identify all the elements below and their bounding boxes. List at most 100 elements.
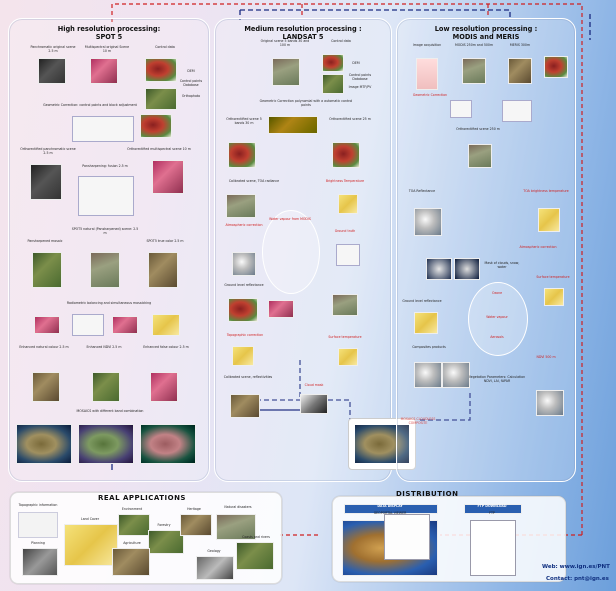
label-surface-temp: Surface temperature [328, 335, 362, 339]
label-ndvi-500: NDVI 500 m [536, 355, 556, 359]
panel-heading: Medium resolution processing : [244, 25, 362, 33]
image-modis-surface [544, 288, 564, 306]
image-toa-reflectance [414, 208, 442, 236]
ellipse-atmos [262, 210, 320, 294]
panel-subheading: LANDSAT 5 [282, 33, 324, 41]
image-topo [232, 346, 254, 366]
label-dem: DEM [187, 69, 195, 73]
label-ortho-multispectral: Orthorectified multispectral scene 10 m [127, 147, 191, 151]
label-panchromatic: Panchromatic original scene 2.5 m [30, 45, 76, 53]
label-pansharpening: Pansharpening: fusion 2.5 m [82, 164, 128, 168]
app-label-topographic: Topographic information [18, 503, 58, 507]
image-cloud-1 [426, 258, 452, 280]
label-toa-radiance: Calibrated scene, TOA radiance [228, 179, 280, 183]
image-enhanced-false [150, 372, 178, 402]
image-balancing-1 [34, 316, 60, 334]
ellipse-modis [468, 282, 528, 356]
image-surface-temp [338, 348, 358, 366]
label-vapour: Water vapour [486, 315, 508, 319]
label-enhanced-natural: Enhanced natural colour 2.5 m [19, 345, 69, 349]
app-label-agriculture: Agriculture [123, 541, 141, 545]
label-ortho-250: Orthorectified scene 250 m [456, 127, 500, 131]
image-original-scene [272, 58, 300, 86]
image-coasts [236, 542, 274, 570]
image-mosaic-2 [78, 424, 134, 464]
label-multispectral: Multispectral original Scene 10 m [84, 45, 130, 53]
label-original-scene: Original scene 5 bands 30 and 100 m [260, 39, 310, 47]
image-natural-2 [90, 252, 120, 288]
image-ortho-landsat-2 [332, 142, 360, 168]
label-ortho-5bands: Orthorectified scene 5 bands 30 m [226, 117, 262, 125]
footer-contact[interactable]: Contact: pnt@ign.es [546, 576, 609, 582]
label-ozone: Ozone [491, 291, 503, 295]
label-enhanced-ndvi: Enhanced NDVI 2.5 m [86, 345, 122, 349]
image-environment [118, 514, 150, 536]
image-ftp-screen [470, 520, 516, 576]
image-ground-truth [336, 244, 360, 266]
label-orthophoto: Orthophoto [181, 94, 201, 98]
app-label-planning: Planning [31, 541, 45, 545]
label-modis-ground: Ground level reflectance [402, 299, 442, 303]
image-enhanced-natural [32, 372, 60, 402]
label-vegetation: Vegetation Parameters: Calculation NDVI,… [468, 375, 526, 383]
image-modis-2 [508, 58, 532, 84]
label-control-points: Control points Database [179, 79, 203, 87]
label-dem: DEM [352, 61, 360, 65]
data-display-sub: GEOPORTAL VIEWER [373, 511, 407, 515]
image-toa [226, 194, 256, 218]
panel-title: Low resolution processing : MODIS and ME… [397, 25, 575, 41]
image-spain-map-spot [140, 114, 172, 138]
label-natural-scene: SPOT5 natural (Pansharpened) scene: 2.5 … [71, 227, 139, 235]
image-ground-reflectance [228, 298, 258, 322]
label-ortho-25m: Orthorectified scene 25 m [329, 117, 371, 121]
data-display-header [344, 504, 438, 514]
image-acquisition [416, 58, 438, 90]
app-label-heritage: Heritage [187, 507, 201, 511]
image-ortho-landsat-1 [228, 142, 256, 168]
image-forestry [148, 530, 184, 554]
image-control-data [145, 58, 177, 82]
app-label-coasts: Coasts and rivers [242, 535, 270, 539]
image-disasters [216, 514, 256, 540]
image-ortho-modis [468, 144, 492, 168]
image-landsat-ortho [322, 74, 344, 94]
label-ground-reflectance: Ground level reflectance [224, 283, 264, 287]
label-geometric-correction: Geometric Correction: control points and… [43, 103, 137, 107]
label-aerosols: Aerosols [490, 335, 504, 339]
footer-web[interactable]: Web: www.ign.es/PNT [542, 564, 610, 570]
ftp-header [464, 504, 522, 514]
label-control-points: Control points Database [348, 73, 372, 81]
image-mosaic-3 [140, 424, 196, 464]
image-cloud-mask [300, 394, 328, 414]
panel-title: Medium resolution processing : LANDSAT 5 [215, 25, 391, 41]
image-balancing-2 [72, 314, 104, 336]
image-modis-ground [414, 312, 438, 334]
image-pansharpening-diagram [78, 176, 134, 216]
ftp-label[interactable]: FTP DOWNLOAD [477, 504, 507, 508]
applications-title: REAL APPLICATIONS [98, 494, 186, 502]
image-planning [22, 548, 58, 576]
panel-heading: High resolution processing: [57, 25, 161, 33]
distribution-title: DISTRIBUTION [396, 490, 459, 498]
image-landsat-control [322, 54, 344, 72]
image-modis-geocorr-2 [502, 100, 532, 122]
app-label-environment: Environment [121, 507, 143, 511]
label-polynomial-correction: Geometric Correction polynomial with a a… [259, 99, 353, 107]
label-reflectivities: Calibrated scene, reflectivities [223, 375, 273, 379]
label-pansharpened-mosaic: Pansharpened mosaic [27, 239, 63, 243]
panel-subheading: SPOT 5 [95, 33, 123, 41]
label-true-color: SPOT5 true color 2.5 m [146, 239, 184, 243]
image-geology [196, 556, 234, 580]
image-toa-bt [538, 208, 560, 232]
image-heritage [180, 514, 212, 536]
app-label-landcover: Land Cover [80, 517, 100, 521]
image-landsat-scene [332, 294, 358, 316]
image-balancing-3 [112, 316, 138, 334]
image-mosaic-composite [355, 425, 409, 463]
label-geo-correction: Geometric Correction [412, 93, 448, 97]
panel-title: High resolution processing: SPOT 5 [9, 25, 209, 41]
app-label-geology: Geology [207, 549, 221, 553]
label-cloud-mask-modis: Mask of clouds, snow, water [484, 261, 520, 269]
image-orthophoto [145, 88, 177, 110]
